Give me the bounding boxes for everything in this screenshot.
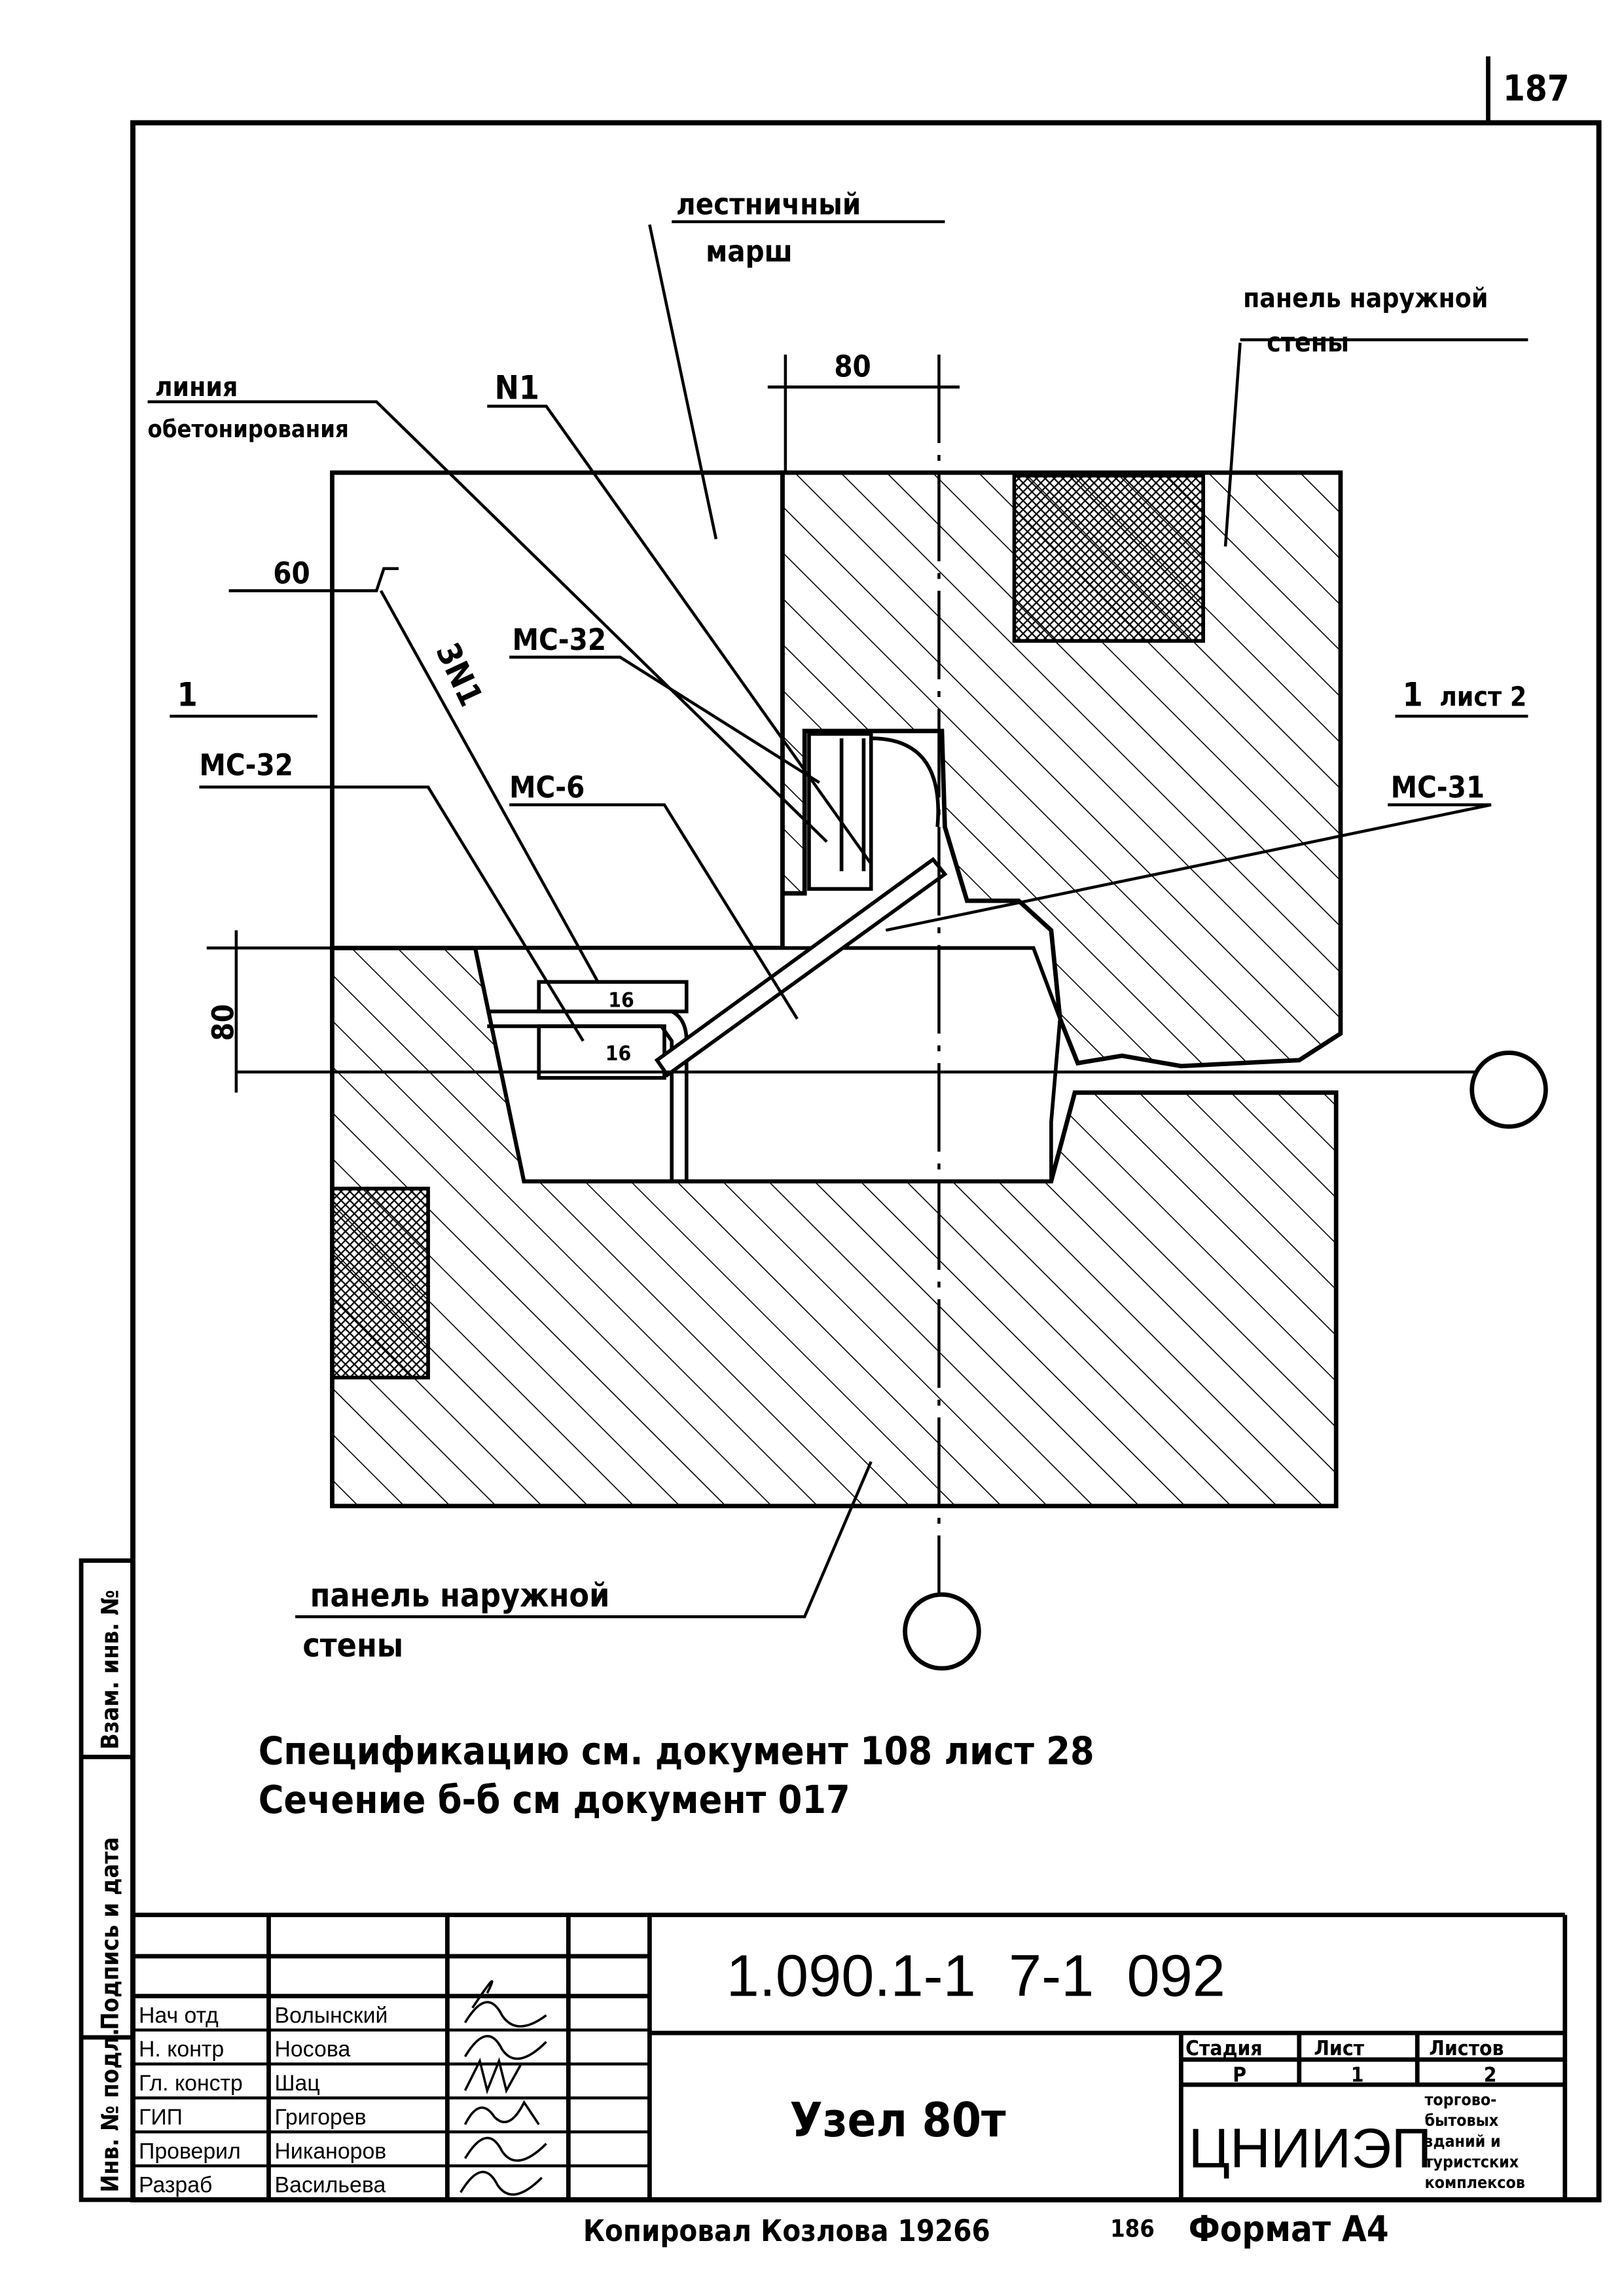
- name-3: Шац: [275, 2071, 320, 2096]
- dimension-80-left: [206, 930, 333, 1093]
- dim-80-left: 80: [206, 1004, 240, 1041]
- sheet-value: 1: [1351, 2064, 1364, 2087]
- name-5: Никаноров: [275, 2139, 387, 2164]
- drawing-frame: [130, 120, 1602, 2202]
- org-desc-line-5: комплексов: [1425, 2173, 1525, 2192]
- name-1: Волынский: [275, 2003, 388, 2028]
- footer-number: 186: [1110, 2215, 1155, 2242]
- role-2: Н. контр: [139, 2037, 224, 2062]
- label-mc6: МС-6: [509, 770, 585, 804]
- name-2: Носова: [275, 2037, 351, 2062]
- role-list: Нач отд Волынский Н. контр Носова Гл. ко…: [139, 2003, 388, 2197]
- footer-format: Формат А4: [1189, 2208, 1389, 2250]
- label-mc31: МС-31: [1391, 770, 1485, 804]
- drawing-title: Узел 80т: [790, 2093, 1006, 2148]
- label-mc32-left: МС-32: [199, 747, 293, 782]
- dimension-80-top: [767, 354, 960, 473]
- role-1: Нач отд: [139, 2003, 219, 2028]
- label-sheet-ref: лист 2: [1439, 681, 1526, 712]
- title-block: [132, 1912, 1568, 2200]
- anchor-mc32-upper: [839, 736, 940, 872]
- note-section: Сечение б-б см документ 017: [259, 1778, 850, 1822]
- name-4: Григорев: [275, 2105, 367, 2130]
- label-outer-panel-top-2: стены: [1267, 327, 1349, 358]
- label-stair-flight-2: марш: [706, 234, 793, 269]
- label-section-right: 1: [1403, 675, 1423, 713]
- stage-label: Стадия: [1185, 2037, 1263, 2060]
- label-section-left: 1: [177, 675, 198, 713]
- insulation-block-top: [1012, 473, 1206, 643]
- label-stair-flight-1: лестничный: [676, 187, 861, 221]
- label-outer-panel-top-1: панель наружной: [1243, 283, 1488, 314]
- stair-flight-slab: [330, 470, 785, 950]
- stamp-replaced-inv: Взам. инв. №: [96, 1590, 124, 1749]
- stamp-signature-date: Подпись и дата: [96, 1837, 124, 2030]
- label-plate-1: 16: [608, 989, 634, 1013]
- side-stamp: Инв. № подл. Подпись и дата Взам. инв. №: [79, 1558, 135, 2202]
- role-6: Разраб: [139, 2173, 212, 2198]
- insulation-block-bottom: [330, 1187, 430, 1380]
- label-concreting-line-1: линия: [155, 371, 238, 403]
- label-outer-panel-bottom-1: панель наружной: [310, 1576, 610, 1614]
- org-desc-line-3: зданий и: [1425, 2132, 1501, 2151]
- stamp-inv-no: Инв. № подл.: [96, 2028, 124, 2193]
- label-concreting-line-2: обетонирования: [148, 416, 349, 443]
- name-6: Васильева: [275, 2173, 386, 2198]
- sheets-label: Листов: [1429, 2037, 1504, 2060]
- sheet-label: Лист: [1314, 2037, 1364, 2060]
- axis-marker-bottom: [903, 1592, 981, 1671]
- sheets-value: 2: [1484, 2064, 1497, 2087]
- label-60: 60: [273, 556, 310, 590]
- tie-bar-mc6: [654, 857, 948, 1078]
- role-3: Гл. констр: [139, 2071, 243, 2096]
- label-n1: N1: [495, 368, 539, 406]
- org-desc-line-4: туристских: [1425, 2152, 1519, 2171]
- note-specification: Спецификацию см. документ 108 лист 28: [259, 1729, 1094, 1774]
- organization-name: ЦНИИЭП: [1189, 2117, 1432, 2179]
- label-outer-panel-bottom-2: стены: [302, 1626, 403, 1664]
- embedded-plate-lower-2: [537, 1024, 666, 1080]
- leader-lines: [147, 220, 1528, 1619]
- label-mc32-upper: МС-32: [513, 622, 606, 657]
- stage-value: Р: [1233, 2064, 1246, 2087]
- role-5: Проверил: [139, 2139, 241, 2164]
- role-4: ГИП: [139, 2105, 183, 2130]
- axis-marker-right: [1470, 1050, 1548, 1129]
- org-desc-line-1: торгово-: [1425, 2090, 1497, 2109]
- page-number: 187: [1503, 68, 1570, 109]
- signature-rows: [132, 2028, 650, 2168]
- organization-description: торгово- бытовых зданий и туристских ком…: [1425, 2090, 1525, 2192]
- org-desc-line-2: бытовых: [1425, 2111, 1499, 2130]
- signatures: [460, 1980, 547, 2196]
- label-plate-2: 16: [605, 1042, 632, 1066]
- document-code: 1.090.1-1 7-1 092: [727, 1943, 1225, 2009]
- dim-80-top: 80: [834, 350, 871, 384]
- footer-copied: Копировал Козлова 19266: [583, 2214, 990, 2248]
